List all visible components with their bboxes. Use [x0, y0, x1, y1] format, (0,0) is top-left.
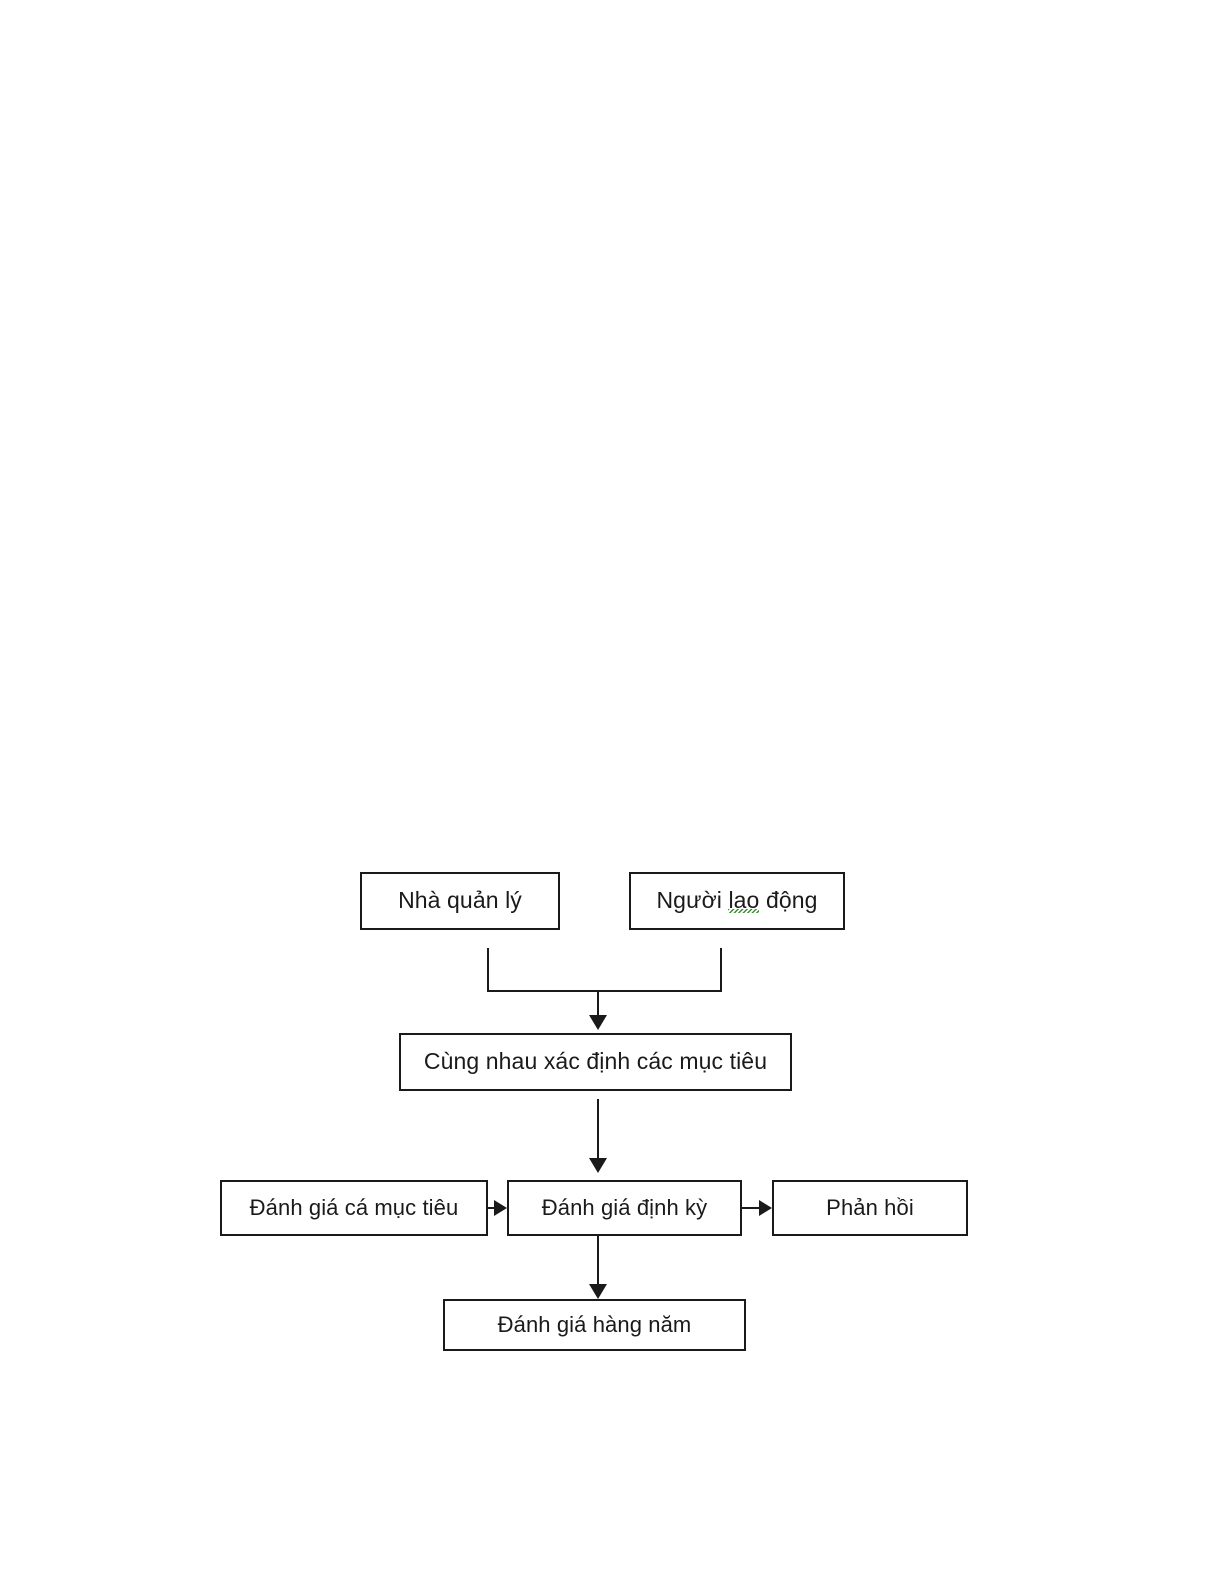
- node-employee-label-part2: động: [759, 887, 818, 914]
- node-annual-review[interactable]: Đánh giá hàng năm: [443, 1299, 746, 1351]
- edge-merge-stem: [597, 991, 599, 1018]
- arrowhead-evaluate-to-periodic: [494, 1200, 507, 1216]
- node-employee-label: Người lao động: [650, 887, 823, 914]
- node-joint-goals-label: Cùng nhau xác định các mục tiêu: [423, 1048, 768, 1075]
- node-employee[interactable]: Người lao động: [629, 872, 845, 930]
- node-employee-label-misspelled: lao: [728, 887, 760, 914]
- node-feedback-label: Phản hồi: [826, 1194, 914, 1220]
- node-joint-goals[interactable]: Cùng nhau xác định các mục tiêu: [399, 1033, 792, 1091]
- node-manager[interactable]: Nhà quản lý: [360, 872, 560, 930]
- node-periodic-review[interactable]: Đánh giá định kỳ: [507, 1180, 742, 1236]
- edge-evaluate-to-periodic: [488, 1207, 496, 1209]
- node-feedback[interactable]: Phản hồi: [772, 1180, 968, 1236]
- node-evaluate-goals[interactable]: Đánh giá cá mục tiêu: [220, 1180, 488, 1236]
- edge-periodic-to-annual: [597, 1236, 599, 1286]
- edge-merge-bar: [487, 990, 722, 992]
- edge-employee-dropline: [720, 948, 722, 991]
- arrowhead-to-periodic-review: [589, 1158, 607, 1173]
- arrowhead-periodic-to-feedback: [759, 1200, 772, 1216]
- edge-joint-goals-to-periodic: [597, 1099, 599, 1161]
- edge-manager-dropline: [487, 948, 489, 991]
- node-annual-review-label: Đánh giá hàng năm: [497, 1311, 692, 1337]
- node-periodic-review-label: Đánh giá định kỳ: [541, 1194, 708, 1220]
- node-manager-label: Nhà quản lý: [398, 887, 522, 914]
- node-evaluate-goals-label: Đánh giá cá mục tiêu: [249, 1194, 459, 1220]
- arrowhead-to-joint-goals: [589, 1015, 607, 1030]
- edge-periodic-to-feedback: [742, 1207, 762, 1209]
- arrowhead-to-annual-review: [589, 1284, 607, 1299]
- node-employee-label-part1: Người: [656, 887, 729, 914]
